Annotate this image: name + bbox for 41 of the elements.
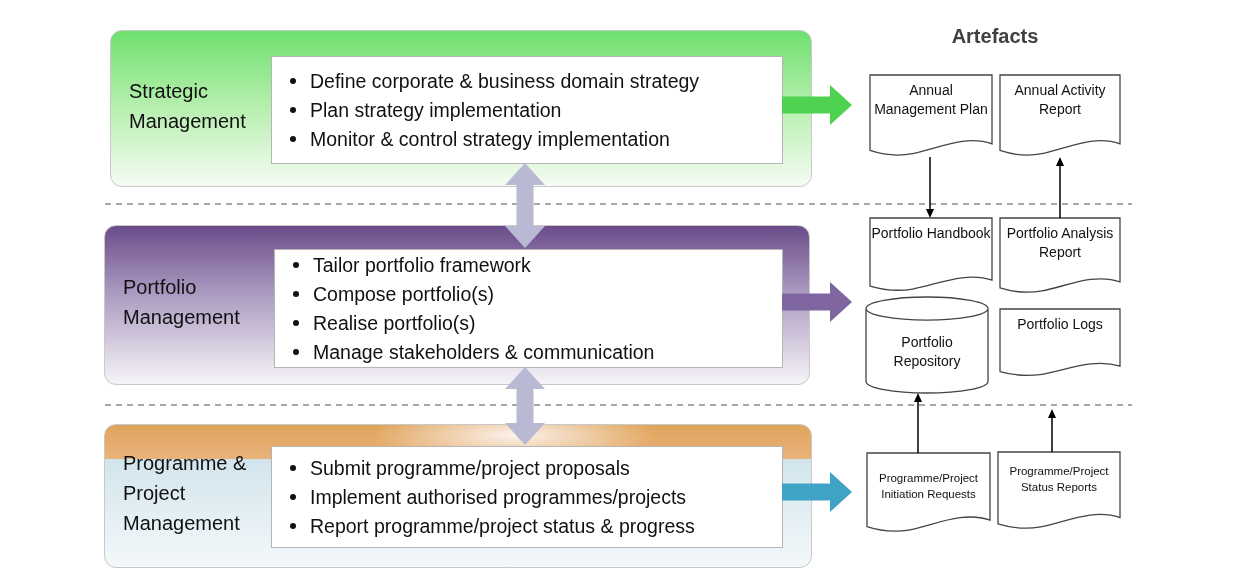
panel-heading: Portfolio Management	[123, 275, 241, 330]
layer-panel	[104, 424, 812, 568]
block-arrow	[782, 282, 852, 322]
bullet-item: Submit programme/project proposals	[310, 455, 630, 481]
block-arrow	[782, 472, 852, 512]
column-heading: Artefacts	[950, 25, 1040, 48]
artefact-label: Portfolio Logs	[1017, 315, 1103, 334]
document-shape	[870, 75, 992, 157]
artefact-label: Annual Activity Report	[1013, 81, 1107, 120]
block-arrow	[782, 85, 852, 125]
activity-list-box	[271, 446, 783, 548]
block-arrow	[505, 163, 545, 248]
bullet-item: Compose portfolio(s)	[313, 281, 494, 307]
document-shape	[1000, 75, 1120, 157]
panel-heading: Programme & Project Management	[123, 451, 248, 536]
database-cylinder	[866, 297, 988, 393]
document-shape	[998, 452, 1120, 530]
artefact-label: Programme/Project Status Reports	[1008, 464, 1110, 495]
block-arrow	[505, 367, 545, 445]
bullet-item: Report programme/project status & progress	[310, 513, 695, 539]
layer-panel	[110, 30, 812, 187]
bullet-item: Monitor & control strategy implementation	[310, 126, 670, 152]
activity-list-box	[274, 249, 783, 368]
activity-list-box	[271, 56, 783, 164]
bullet-item: Manage stakeholders & communication	[313, 339, 655, 365]
artefact-label: Portfolio Analysis Report	[1005, 224, 1115, 263]
document-shape	[867, 453, 990, 533]
artefact-label: Portfolio Handbook	[871, 224, 991, 243]
bullet-item: Implement authorised programmes/projects	[310, 484, 687, 510]
bullet-item: Plan strategy implementation	[310, 97, 562, 123]
bullet-item: Define corporate & business domain strategy	[310, 68, 700, 94]
artefact-label: Annual Management Plan	[873, 81, 989, 120]
bullet-item: Realise portfolio(s)	[313, 310, 476, 336]
document-shape	[1000, 309, 1120, 377]
document-shape	[870, 218, 992, 292]
artefact-label: Programme/Project Initiation Requests	[877, 471, 980, 502]
layer-panel	[104, 225, 810, 385]
bullet-item: Tailor portfolio framework	[313, 252, 531, 278]
artefact-label: Portfolio Repository	[892, 332, 962, 371]
panel-heading: Strategic Management	[129, 78, 247, 134]
document-shape	[1000, 218, 1120, 294]
